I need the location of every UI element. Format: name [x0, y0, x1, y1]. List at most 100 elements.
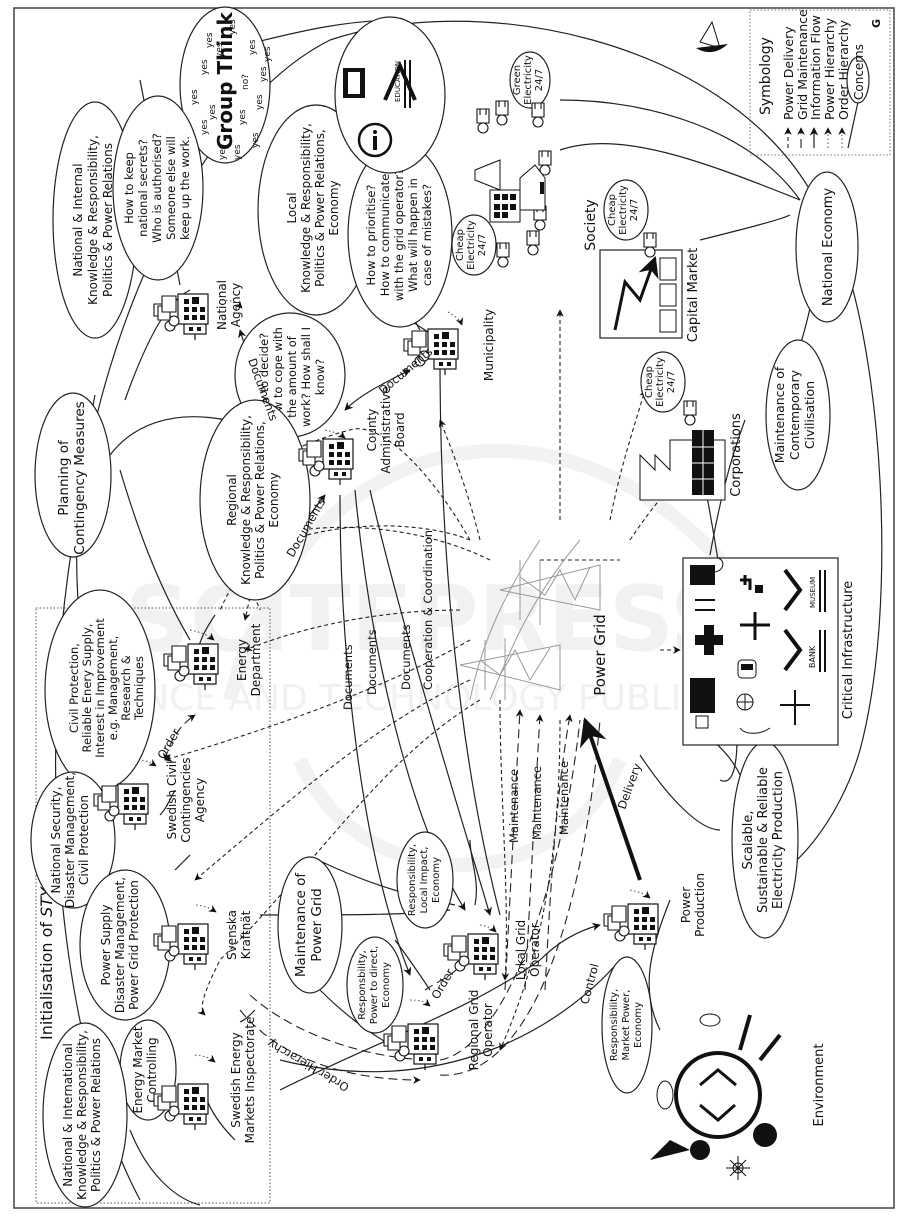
svg-text:Civil Protection,: Civil Protection,: [67, 643, 81, 733]
svg-text:Grid Maintenance: Grid Maintenance: [795, 9, 810, 120]
svg-text:Local Impact,: Local Impact,: [419, 847, 430, 914]
svg-text:Energy Market: Energy Market: [131, 1026, 145, 1113]
water-tap-icon: [740, 575, 763, 593]
svg-text:Disaster Management,: Disaster Management,: [63, 772, 77, 908]
actor-energy-department[interactable]: Energy Department: [163, 623, 263, 696]
svg-text:Someone else will: Someone else will: [164, 136, 178, 240]
bubble-scalable: Scalable, Sustainable & Reliable Electri…: [731, 741, 799, 939]
svg-text:Maintenance of: Maintenance of: [772, 366, 787, 463]
svg-text:Kraftnät: Kraftnät: [239, 910, 253, 959]
sun-icon: [726, 1156, 750, 1180]
svg-text:Power to direct,: Power to direct,: [369, 946, 380, 1024]
chart-up-icon: [613, 256, 659, 331]
svg-text:Power: Power: [679, 887, 693, 923]
svg-text:Corporations: Corporations: [729, 413, 744, 497]
actor-corporations[interactable]: Corporations: [639, 400, 744, 501]
svg-text:24/7: 24/7: [477, 234, 488, 256]
svg-text:Responsibility,: Responsibility,: [609, 989, 620, 1061]
svg-text:Green: Green: [512, 65, 523, 95]
svg-text:Society: Society: [583, 199, 599, 250]
svg-text:no?: no?: [241, 74, 251, 90]
truck-icon: [690, 678, 715, 729]
svg-text:yes: yes: [208, 104, 218, 120]
svg-text:Board: Board: [393, 412, 407, 447]
svg-text:know?: know?: [313, 359, 327, 396]
svg-text:Local: Local: [285, 192, 299, 223]
svg-text:National: National: [215, 280, 229, 330]
recycle-icon: [699, 1068, 737, 1122]
svg-text:Techniques: Techniques: [132, 656, 146, 721]
svg-text:yes: yes: [251, 132, 261, 148]
svg-text:Politics & Power Relations,: Politics & Power Relations,: [313, 129, 327, 287]
svg-text:Markets Inspectorate: Markets Inspectorate: [243, 1017, 257, 1144]
svg-text:yes: yes: [218, 144, 228, 160]
actor-municipality[interactable]: Municipality: [403, 309, 496, 381]
svg-text:How to decide?: How to decide?: [257, 333, 271, 421]
bubble-national-economy: National Economy: [795, 171, 859, 323]
svg-text:How to communicate: How to communicate: [378, 174, 392, 296]
legend-power-delivery: Power Delivery: [781, 26, 796, 148]
svg-text:Sustainable & Reliable: Sustainable & Reliable: [756, 767, 771, 913]
actor-capital-market[interactable]: Capital Market: [599, 232, 701, 342]
society-town-icon: [474, 159, 546, 223]
info-icon: [357, 122, 393, 158]
actor-lokal-grid[interactable]: Lokal Grid Operator: [443, 920, 542, 981]
factory-icon: [639, 430, 726, 501]
svg-text:Agency: Agency: [193, 778, 207, 823]
actor-power-production[interactable]: Power Production: [603, 873, 707, 951]
bubble-cheap-electricity-corp: Cheap Electricity 24/7: [640, 351, 686, 413]
svg-text:Economy: Economy: [327, 180, 341, 235]
book-icon: [343, 68, 365, 98]
svg-text:Information Flow: Information Flow: [808, 15, 823, 120]
svg-text:Economy: Economy: [267, 472, 281, 527]
svg-text:Economy: Economy: [381, 962, 392, 1008]
cutlery-icon: [695, 599, 715, 611]
fuel-pump-icon: [690, 557, 724, 585]
svg-text:Knowledge & Responsibility,: Knowledge & Responsibility,: [239, 415, 253, 585]
svg-text:the amount of: the amount of: [285, 335, 299, 418]
svg-text:e.g. Management,: e.g. Management,: [106, 636, 120, 741]
legend-title: Symbology: [758, 37, 774, 115]
svg-text:Cheap: Cheap: [644, 366, 655, 398]
svg-text:Cheap: Cheap: [607, 194, 618, 226]
actor-county-board[interactable]: County Administrative Board: [298, 386, 407, 486]
bubble-national-secrets: How to keep national secrets? Who is aut…: [112, 95, 204, 281]
svg-text:Economy: Economy: [431, 857, 442, 903]
bubble-prioritise: How to prioritise? How to communicate wi…: [347, 142, 453, 328]
delivery-arrow: [579, 717, 642, 881]
actor-svenska-kraftnat[interactable]: Svenska Kraftnät: [153, 910, 253, 971]
svg-text:Civil Protection: Civil Protection: [77, 795, 91, 885]
actor-environment[interactable]: Environment: [650, 1013, 827, 1180]
actor-regional-grid[interactable]: Regional Grid Operator: [383, 990, 495, 1071]
label-order-2: Order: [428, 966, 457, 1002]
svg-text:Knowledge & Responsibility,: Knowledge & Responsibility,: [299, 123, 313, 293]
bubble-cheap-electricity-capital: Cheap Electricity 24/7: [603, 179, 649, 241]
bubble-civil-protection: Civil Protection, Reliable Enery Supply,…: [44, 589, 156, 791]
svg-text:work? How shall I: work? How shall I: [299, 327, 313, 427]
bubble-national-internal: National & Internal Knowledge & Responsi…: [52, 101, 138, 339]
actor-civil-contingencies[interactable]: Swedish Civil Contingencies Agency: [93, 757, 207, 843]
svg-text:yes: yes: [255, 94, 265, 110]
svg-text:Electricity: Electricity: [466, 220, 477, 270]
svg-text:24/7: 24/7: [534, 69, 545, 91]
bubble-resp-power-direct: Responsbility, Power to direct, Economy: [346, 936, 404, 1034]
svg-text:yes: yes: [259, 66, 269, 82]
label-maintenance-2: Maintenance: [530, 766, 544, 840]
actor-critical-infrastructure[interactable]: BANK MUSEUM Critical Infrastructure: [682, 557, 856, 746]
svg-text:Planning of: Planning of: [56, 439, 72, 516]
actor-society[interactable]: Society: [474, 100, 599, 268]
svg-text:Department: Department: [249, 623, 263, 696]
actor-national-agency[interactable]: National Agency: [153, 280, 243, 341]
svg-text:Swedish Civil: Swedish Civil: [165, 761, 179, 840]
environment-globe-icon: [650, 1013, 782, 1160]
actor-energy-markets[interactable]: Swedish Energy Markets Inspectorate: [153, 1017, 257, 1144]
svg-text:Power Grid: Power Grid: [309, 888, 325, 961]
label-cooperation: Cooperation & Coordination: [421, 530, 435, 690]
label-control: Control: [577, 962, 601, 1006]
svg-text:keep up the work.: keep up the work.: [178, 136, 192, 240]
medical-cross-icon: [695, 625, 723, 655]
bubble-group-think: Group Think yes yes yes yes yes yes yes …: [179, 6, 273, 164]
svg-text:Politics & Power Relations: Politics & Power Relations: [89, 1038, 103, 1192]
bubble-green-electricity: Green Electricity 24/7: [509, 51, 551, 109]
svg-text:National & International: National & International: [61, 1043, 75, 1187]
